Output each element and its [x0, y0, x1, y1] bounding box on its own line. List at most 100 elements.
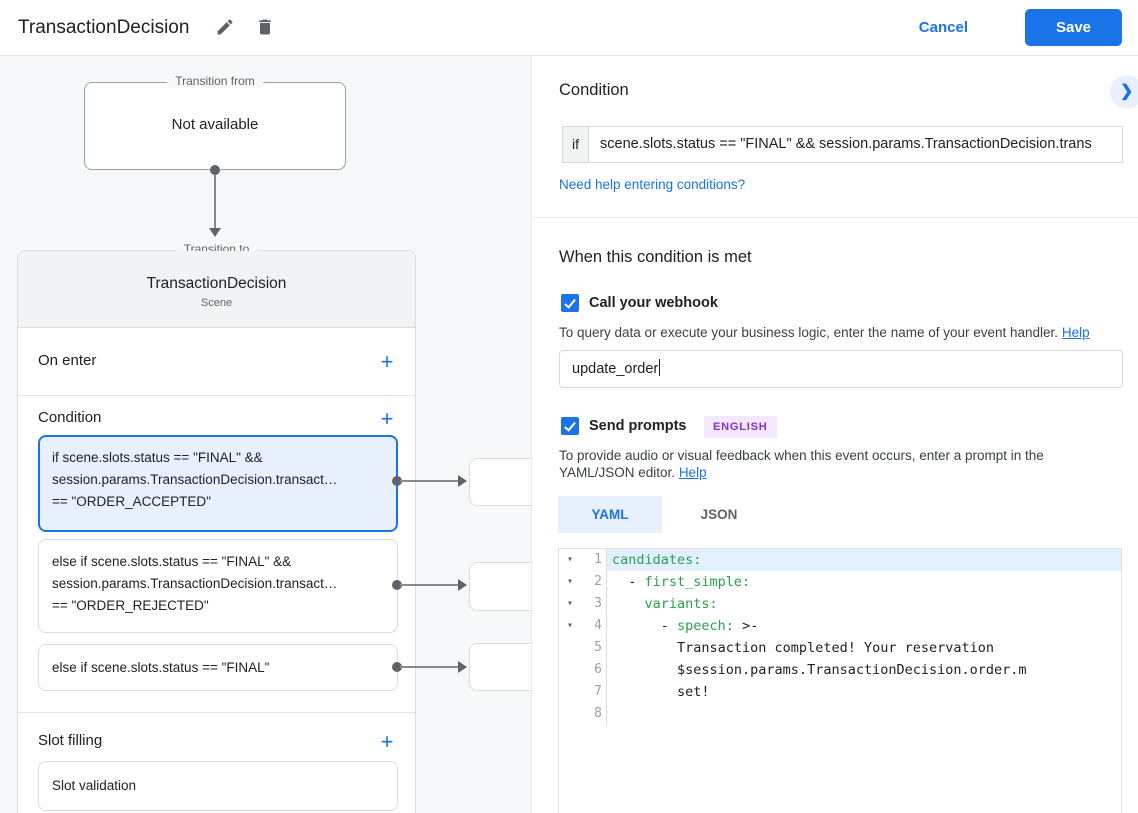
condition-text: else if scene.slots.status == "FINAL" — [52, 660, 270, 675]
divider — [532, 217, 1138, 218]
fold-gutter — [559, 659, 581, 681]
conditions-help-link[interactable]: Need help entering conditions? — [559, 177, 746, 192]
code-line[interactable] — [606, 703, 1121, 725]
condition-expression-value: scene.slots.status == "FINAL" && session… — [600, 136, 1092, 152]
fold-arrow-icon[interactable]: ▾ — [566, 554, 574, 565]
scene-header: TransactionDecision Scene — [18, 251, 415, 328]
line-number: 7 — [594, 684, 602, 699]
code-line[interactable]: candidates: — [606, 549, 1121, 571]
line-number: 6 — [594, 662, 602, 677]
cancel-button[interactable]: Cancel — [918, 19, 968, 36]
code-segment: first_simple: — [644, 574, 751, 590]
condition-card-rejected[interactable]: else if scene.slots.status == "FINAL" &&… — [38, 539, 398, 633]
slot-validation-card[interactable]: Slot validation — [38, 761, 398, 811]
event-handler-input[interactable]: update_order — [559, 350, 1123, 388]
chevron-right-icon: ❯ — [1120, 83, 1134, 100]
code-line[interactable]: - speech: >- — [606, 615, 1121, 637]
arrow-down-icon — [209, 228, 221, 237]
transition-target-box[interactable] — [469, 458, 531, 506]
call-webhook-checkbox[interactable] — [561, 294, 579, 312]
editor-line: 6 $session.params.TransactionDecision.or… — [559, 659, 1121, 681]
divider — [18, 395, 415, 396]
divider — [18, 712, 415, 713]
collapse-panel-button[interactable]: ❯ — [1110, 76, 1138, 108]
connector-line — [400, 584, 458, 586]
condition-detail-panel: Condition ❯ if scene.slots.status == "FI… — [531, 56, 1138, 813]
code-segment: >- — [733, 618, 759, 634]
add-on-enter-button[interactable]: + — [380, 349, 394, 374]
connector-line — [400, 480, 458, 482]
editor-tabs: YAML JSON — [558, 496, 776, 533]
code-line[interactable]: $session.params.TransactionDecision.orde… — [606, 659, 1121, 681]
if-prefix: if — [563, 127, 589, 162]
helper-text: To provide audio or visual feedback when… — [559, 448, 1044, 480]
code-line[interactable]: Transaction completed! Your reservation — [606, 637, 1121, 659]
connector-line — [400, 666, 458, 668]
transition-to-card: Transition to TransactionDecision Scene … — [17, 242, 416, 813]
save-button[interactable]: Save — [1025, 9, 1122, 46]
when-met-title: When this condition is met — [559, 248, 752, 266]
on-enter-section: On enter + — [18, 328, 415, 395]
tab-json[interactable]: JSON — [700, 507, 738, 522]
delete-icon[interactable] — [252, 14, 278, 40]
fold-gutter — [559, 637, 581, 659]
editor-line: ▾2 - first_simple: — [559, 571, 1121, 593]
code-line[interactable]: variants: — [606, 593, 1121, 615]
line-number: 5 — [594, 640, 602, 655]
condition-card-final[interactable]: else if scene.slots.status == "FINAL" — [38, 644, 398, 691]
on-enter-label: On enter — [38, 352, 97, 369]
scene-subtitle: Scene — [200, 297, 233, 309]
call-webhook-label: Call your webhook — [589, 295, 718, 311]
page-title: TransactionDecision — [18, 17, 190, 38]
code-line[interactable]: set! — [606, 681, 1121, 703]
panel-title: Condition — [559, 81, 629, 99]
code-segment: Transaction completed! Your reservation — [612, 640, 995, 656]
language-badge: ENGLISH — [704, 416, 777, 438]
edit-icon[interactable] — [212, 14, 238, 40]
condition-text: == "ORDER_REJECTED" — [52, 598, 209, 613]
line-number: 8 — [594, 706, 602, 721]
transition-from-box: Transition from Not available — [84, 74, 346, 170]
code-line[interactable]: - first_simple: — [606, 571, 1121, 593]
condition-text: else if scene.slots.status == "FINAL" && — [52, 554, 292, 569]
transition-target-box[interactable] — [469, 643, 531, 691]
editor-line: ▾4 - speech: >- — [559, 615, 1121, 637]
fold-arrow-icon[interactable]: ▾ — [566, 576, 574, 587]
fold-arrow-icon[interactable]: ▾ — [566, 620, 574, 631]
add-condition-button[interactable]: + — [380, 406, 394, 431]
code-segment — [612, 596, 645, 612]
line-number: 1 — [594, 552, 602, 567]
prompts-helper-text: To provide audio or visual feedback when… — [559, 447, 1115, 481]
editor-line: 8 — [559, 703, 1121, 725]
condition-card-accepted[interactable]: if scene.slots.status == "FINAL" && sess… — [38, 435, 398, 532]
add-slot-button[interactable]: + — [380, 729, 394, 754]
connector-line — [214, 175, 216, 228]
condition-text: == "ORDER_ACCEPTED" — [52, 494, 211, 509]
connector-dot — [392, 662, 402, 672]
code-segment: set! — [612, 684, 710, 700]
code-segment: $session.params.TransactionDecision.orde… — [612, 662, 1027, 678]
fold-gutter — [559, 681, 581, 703]
condition-section-label: Condition — [38, 409, 102, 426]
top-bar: TransactionDecision Cancel Save — [0, 0, 1138, 56]
event-handler-value: update_order — [572, 361, 659, 377]
code-segment: - — [612, 618, 678, 634]
webhook-help-link[interactable]: Help — [1061, 325, 1090, 340]
prompts-help-link[interactable]: Help — [678, 465, 707, 480]
tab-yaml[interactable]: YAML — [558, 496, 662, 533]
code-segment: variants: — [644, 596, 718, 612]
helper-text: To query data or execute your business l… — [559, 325, 1059, 340]
connector-dot — [392, 476, 402, 486]
fold-arrow-icon[interactable]: ▾ — [566, 598, 574, 609]
line-number: 3 — [594, 596, 602, 611]
text-caret — [659, 359, 661, 376]
editor-line: 7 set! — [559, 681, 1121, 703]
transition-target-box[interactable] — [469, 562, 531, 611]
send-prompts-checkbox[interactable] — [561, 417, 579, 435]
condition-expression-input[interactable]: if scene.slots.status == "FINAL" && sess… — [562, 126, 1123, 163]
transition-from-legend: Transition from — [167, 74, 263, 88]
editor-line: ▾ 1 candidates: — [559, 549, 1121, 571]
fold-gutter — [559, 703, 581, 725]
